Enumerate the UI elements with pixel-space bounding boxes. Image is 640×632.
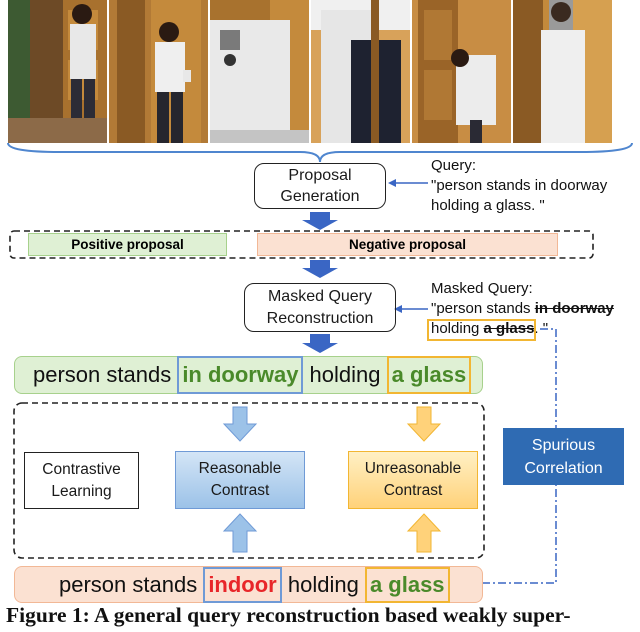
unreasonable-contrast-box: Unreasonable Contrast: [348, 451, 478, 509]
sentence-top-highlight1: in doorway: [177, 356, 304, 394]
masked-query-line2: holding a glass. ": [431, 319, 614, 339]
sentence-top-part1: person stands: [33, 362, 178, 387]
positive-proposal: Positive proposal: [28, 233, 227, 256]
sentence-top: person stands in doorway holding a glass: [14, 356, 483, 394]
reasonable-contrast-box: Reasonable Contrast: [175, 451, 305, 509]
positive-proposal-label: Positive proposal: [71, 237, 184, 252]
video-frame-3: [210, 0, 309, 143]
masked-query-line1: "person stands in doorway: [431, 299, 614, 319]
proposal-generation-line1: Proposal: [288, 167, 352, 184]
query-text: Query: "person stands in doorway holding…: [431, 156, 607, 216]
proposal-generation-box: Proposal Generation: [254, 163, 386, 209]
sentence-top-highlight2: a glass: [386, 356, 472, 394]
masked-query-highlight: [427, 319, 536, 341]
sentence-top-part2: holding: [303, 362, 387, 387]
video-frame-4: [311, 0, 410, 143]
masked-query-line2-masked: a glass: [483, 320, 535, 337]
negative-proposal: Negative proposal: [257, 233, 558, 256]
query-line2: holding a glass. ": [431, 197, 545, 214]
sentence-bottom-part1: person stands: [59, 571, 204, 597]
sentence-bottom: person stands indoor holding a glass: [14, 566, 483, 603]
contrastive-learning-box: Contrastive Learning: [24, 452, 139, 509]
unreasonable-contrast-line2: Contrast: [383, 482, 443, 499]
unreasonable-contrast-line1: Unreasonable: [364, 460, 462, 477]
video-frame-1: [8, 0, 107, 143]
contrastive-learning-line1: Contrastive: [42, 460, 121, 478]
proposal-generation-line2: Generation: [280, 188, 360, 205]
spurious-line2: Correlation: [524, 459, 603, 477]
sentence-bottom-part2: holding: [281, 571, 365, 597]
video-frame-6: [513, 0, 612, 143]
masked-query-line1-masked: in doorway: [534, 300, 614, 317]
masked-query-reconstruction-box: Masked Query Reconstruction: [244, 283, 396, 332]
query-label: Query:: [431, 157, 477, 174]
sentence-bottom-highlight2: a glass: [364, 566, 450, 603]
masked-query-line2-suffix: . ": [534, 320, 549, 337]
video-frame-2: [109, 0, 208, 143]
masked-query-line1-prefix: "person stands: [431, 300, 535, 317]
masked-query-line2-prefix: holding: [431, 320, 484, 337]
masked-reconstruction-line2: Reconstruction: [266, 309, 374, 327]
figure-caption: Figure 1: A general query reconstruction…: [6, 603, 571, 627]
negative-proposal-label: Negative proposal: [348, 237, 467, 252]
spurious-line1: Spurious: [531, 436, 596, 454]
contrastive-learning-line2: Learning: [51, 482, 112, 500]
video-frame-5: [412, 0, 511, 143]
masked-query-text: Masked Query: "person stands in doorway …: [431, 279, 614, 339]
reasonable-contrast-line1: Reasonable: [198, 460, 282, 477]
sentence-bottom-highlight1: indoor: [203, 566, 282, 603]
reasonable-contrast-line2: Contrast: [210, 482, 270, 499]
query-line1: "person stands in doorway: [431, 177, 608, 194]
masked-query-label: Masked Query:: [431, 280, 533, 297]
masked-reconstruction-line1: Masked Query: [267, 287, 373, 305]
spurious-correlation-box: Spurious Correlation: [503, 428, 624, 485]
